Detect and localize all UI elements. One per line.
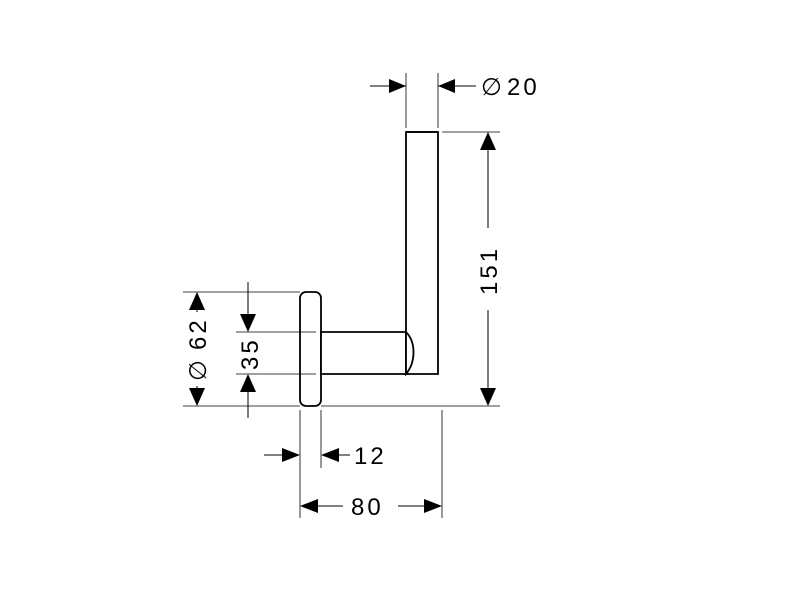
arrow-down: [480, 388, 496, 406]
arrow-up: [240, 374, 256, 392]
holder-part: [299, 131, 439, 407]
arrow-down: [189, 388, 205, 406]
arrow-up: [480, 132, 496, 150]
rosette-diameter-symbol: ∅: [185, 357, 212, 381]
arrow-left: [438, 79, 455, 93]
arrow-right: [282, 448, 300, 462]
dimension-rosette-diameter: 62 ∅: [185, 292, 212, 406]
wall-rosette: [299, 291, 322, 407]
arrow-right: [389, 79, 406, 93]
dimension-rosette-depth: 12: [264, 443, 387, 470]
arrow-left: [300, 499, 318, 513]
arrow-left: [321, 448, 339, 462]
dimension-height: 151: [476, 132, 503, 406]
rosette-diameter-value: 62: [185, 317, 212, 350]
arm-height-value: 35: [237, 337, 264, 370]
dimension-projection: 80: [300, 494, 442, 521]
extension-lines: [183, 73, 500, 518]
arrow-down: [240, 314, 256, 332]
tube-diameter-value: 20: [507, 74, 540, 101]
arrow-up: [189, 292, 205, 310]
tube-diameter-symbol: ∅: [481, 74, 505, 101]
rosette-depth-value: 12: [354, 443, 387, 470]
projection-value: 80: [351, 494, 384, 521]
height-value: 151: [476, 246, 503, 295]
dimension-tube-diameter: ∅ 20: [370, 74, 540, 101]
arrow-right: [424, 499, 442, 513]
horizontal-arm: [320, 331, 417, 375]
dimension-arm-height: 35: [237, 282, 264, 418]
